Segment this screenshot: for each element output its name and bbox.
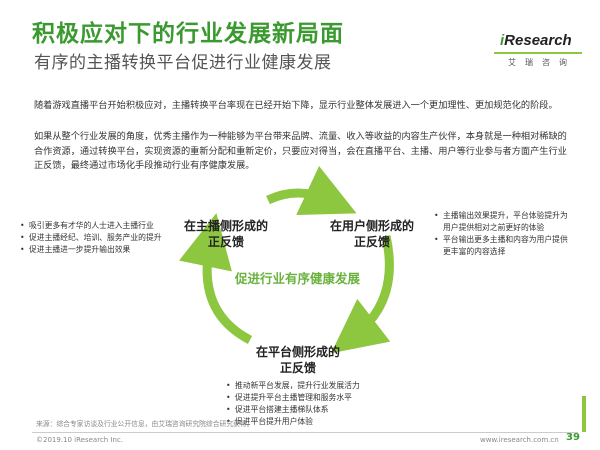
cycle-arrow-right <box>331 235 394 354</box>
platform-heading-line1: 在平台侧形成的 <box>255 345 340 359</box>
user-heading-line2: 正反馈 <box>353 235 390 249</box>
cycle-arrow-left <box>179 213 253 344</box>
list-item: 推动新平台发展，提升行业发展活力 <box>226 380 360 392</box>
source-note: 来源：综合专家访谈及行业公开信息，由艾瑞咨询研究院综合研究获得。 <box>36 420 254 428</box>
logo-brand-rest: Research <box>504 32 572 49</box>
list-item: 促进主播进一步提升输出效果 <box>20 244 162 256</box>
cycle-center-label: 促进行业有序健康发展 <box>235 271 361 286</box>
page-number: 39 <box>566 432 580 443</box>
iresearch-logo: iResearch 艾瑞咨询 <box>494 32 586 72</box>
list-item: 主播输出效果提升，平台体验提升为用户提供相对之前更好的体验 <box>434 210 574 234</box>
page-accent-bar <box>582 396 586 432</box>
logo-brand: iResearch <box>500 32 572 49</box>
streamer-bullet-list: 吸引更多有才华的人士进入主播行业 促进主播经纪、培训、服务产业的提升 促进主播进… <box>20 220 162 256</box>
list-item: 促进主播经纪、培训、服务产业的提升 <box>20 232 162 244</box>
footer-divider <box>32 432 578 433</box>
list-item: 促进平台搭建主播梯队体系 <box>226 404 360 416</box>
user-bullet-list: 主播输出效果提升，平台体验提升为用户提供相对之前更好的体验 平台输出更多主播和内… <box>434 210 574 258</box>
page-title: 积极应对下的行业发展新局面 <box>32 21 344 47</box>
user-side-heading: 在用户侧形成的 正反馈 <box>322 218 422 250</box>
logo-brand-i: i <box>500 32 505 49</box>
list-item: 促进平台提升用户体验 <box>226 416 360 428</box>
streamer-heading-line1: 在主播侧形成的 <box>183 219 268 233</box>
intro-paragraph-2: 如果从整个行业发展的角度，优秀主播作为一种能够为平台带来品牌、流量、收入等收益的… <box>34 131 567 171</box>
logo-underline <box>494 52 582 54</box>
cycle-arrow-top <box>266 166 357 215</box>
list-item: 平台输出更多主播和内容为用户提供更丰富的内容选择 <box>434 234 574 258</box>
user-heading-line1: 在用户侧形成的 <box>329 219 414 233</box>
page-subtitle: 有序的主播转换平台促进行业健康发展 <box>34 53 332 73</box>
streamer-side-heading: 在主播侧形成的 正反馈 <box>176 218 276 250</box>
list-item: 促进提升平台主播管理和服务水平 <box>226 392 360 404</box>
logo-chinese: 艾瑞咨询 <box>508 58 576 67</box>
platform-heading-line2: 正反馈 <box>279 361 316 375</box>
intro-paragraph-1: 随着游戏直播平台开始积极应对，主播转换平台率现在已经开始下降，显示行业整体发展进… <box>34 100 558 111</box>
streamer-heading-line2: 正反馈 <box>207 235 244 249</box>
website-url[interactable]: www.iresearch.com.cn <box>480 436 559 444</box>
platform-bullet-list: 推动新平台发展，提升行业发展活力 促进提升平台主播管理和服务水平 促进平台搭建主… <box>226 380 360 428</box>
list-item: 吸引更多有才华的人士进入主播行业 <box>20 220 162 232</box>
platform-side-heading: 在平台侧形成的 正反馈 <box>248 344 348 376</box>
copyright: ©2019.10 iResearch Inc. <box>36 436 124 444</box>
